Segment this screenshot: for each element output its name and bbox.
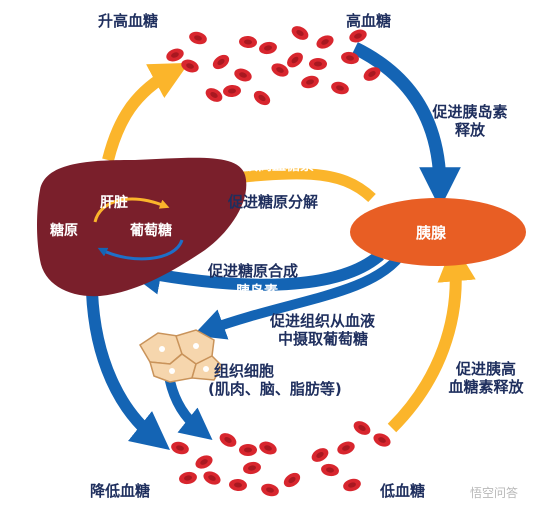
blood-cell-center bbox=[306, 79, 314, 85]
blood-cell-center bbox=[208, 475, 216, 481]
blood-cell-center bbox=[244, 39, 252, 45]
blood-cell-center bbox=[186, 63, 194, 69]
blood-cell-center bbox=[224, 437, 232, 443]
label-pancreas: 胰腺 bbox=[416, 224, 447, 242]
label-insulin: 胰岛素 bbox=[236, 284, 278, 300]
label-promote-glycogenolysis: 促进糖原分解 bbox=[228, 193, 319, 211]
blood-cell-center bbox=[276, 67, 284, 73]
blood-cell-center bbox=[346, 55, 354, 61]
arrow-low-blood-to-pancreas bbox=[387, 242, 476, 433]
label-promote-uptake: 促进组织从血液 中摄取葡萄糖 bbox=[270, 312, 376, 348]
arrow-insulin-to-liver bbox=[123, 250, 384, 295]
blood-cell-center bbox=[358, 425, 366, 431]
arrow-insulin-to-tissue bbox=[192, 252, 404, 340]
blood-cell-center bbox=[184, 475, 192, 481]
blood-cell-center bbox=[171, 52, 179, 58]
label-raise-sugar: 升高血糖 bbox=[98, 12, 159, 30]
blood-cell-center bbox=[244, 447, 252, 453]
label-high-sugar: 高血糖 bbox=[346, 12, 392, 30]
blood-cell-center bbox=[217, 58, 225, 66]
blood-cell-center bbox=[248, 465, 256, 471]
blood-cell-center bbox=[264, 445, 272, 451]
label-low-sugar-left: 降低血糖 bbox=[90, 482, 151, 500]
blood-cell-center bbox=[296, 30, 304, 36]
blood-cell-center bbox=[342, 445, 350, 451]
arrow-high-blood-to-pancreas bbox=[352, 42, 461, 209]
blood-cell-center bbox=[234, 482, 242, 488]
label-promote-glucagon: 促进胰高 血糖素释放 bbox=[448, 360, 524, 396]
blood-cell-center bbox=[378, 437, 386, 443]
blood-cells-high bbox=[166, 26, 381, 106]
blood-cell-center bbox=[200, 459, 208, 465]
blood-cell-center bbox=[258, 94, 266, 102]
blood-cell-center bbox=[314, 61, 322, 67]
label-low-sugar-right: 低血糖 bbox=[380, 482, 426, 500]
arrow-liver-to-low-blood bbox=[86, 291, 170, 451]
blood-cell-center bbox=[288, 476, 296, 484]
label-tissue-cells: 组织细胞 (肌肉、脑、脂肪等) bbox=[208, 362, 342, 398]
blood-cell-center bbox=[336, 85, 344, 91]
blood-cell-center bbox=[210, 92, 218, 98]
blood-cell-center bbox=[326, 467, 334, 473]
blood-cell-center bbox=[348, 482, 356, 488]
blood-cell-center bbox=[291, 56, 299, 64]
blood-cell-center bbox=[321, 39, 329, 45]
liver-cycle-bottom bbox=[97, 239, 184, 261]
tissue-cells bbox=[138, 329, 223, 383]
watermark: 悟空问答 bbox=[470, 486, 519, 500]
blood-cell-center bbox=[354, 33, 362, 39]
label-glucose: 葡萄糖 bbox=[130, 223, 172, 239]
blood-cells-low bbox=[171, 421, 391, 497]
blood-cell-center bbox=[239, 72, 247, 78]
blood-cell-center bbox=[228, 88, 236, 94]
blood-cell-center bbox=[368, 71, 376, 77]
label-liver: 肝脏 bbox=[100, 195, 128, 211]
blood-cell-center bbox=[266, 487, 274, 493]
liver-shape bbox=[37, 157, 247, 297]
blood-cell-center bbox=[176, 445, 184, 451]
label-glucagon: 胰高血糖素 bbox=[244, 158, 314, 174]
liver-cycle-top bbox=[93, 197, 170, 223]
pancreas-shape bbox=[350, 198, 526, 266]
label-promote-glycogenesis: 促进糖原合成 bbox=[208, 262, 299, 280]
blood-cell-center bbox=[264, 45, 272, 51]
blood-cell-center bbox=[316, 452, 324, 458]
label-promote-insulin: 促进胰岛素 释放 bbox=[432, 103, 508, 139]
arrow-liver-to-high-blood bbox=[102, 62, 189, 162]
blood-cell-center bbox=[194, 35, 202, 41]
label-glycogen: 糖原 bbox=[50, 223, 78, 239]
